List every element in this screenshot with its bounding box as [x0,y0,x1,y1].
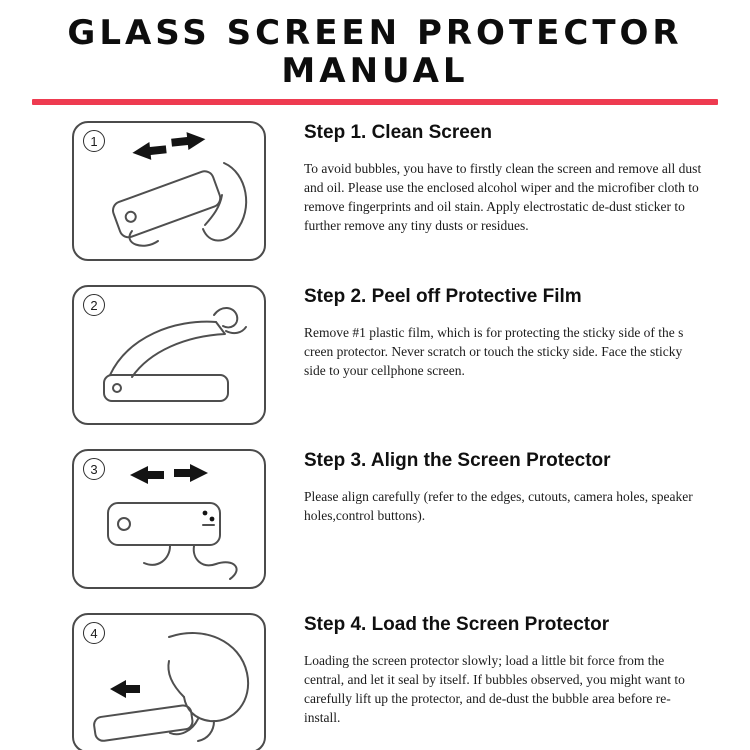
steps-list: 1 S [28,121,722,750]
step1-body: To avoid bubbles, you have to firstly cl… [304,160,702,234]
step1-text: Step 1. Clean Screen To avoid bubbles, y… [304,121,704,235]
hand-sketch [167,632,250,743]
film-sketch [109,320,226,379]
step3-heading: Step 3. Align the Screen Protector [304,450,611,472]
hand-sketch [213,307,247,335]
step1-number-badge: 1 [83,130,105,153]
step4-number-badge: 4 [83,622,105,645]
step3-text: Step 3. Align the Screen Protector Pleas… [304,449,704,525]
load-protector-illustration [93,632,250,743]
phone-sketch [93,704,194,742]
align-arrows-icon [130,464,208,485]
step-row-4: 4 Step 4. Load t [28,613,722,750]
step1-heading: Step 1. Clean Screen [304,122,492,144]
step3-body: Please align carefully (refer to the edg… [304,488,693,524]
press-arrow-icon [110,680,140,699]
phone-sketch [103,374,229,403]
step3-number-badge: 3 [83,458,105,481]
step-row-2: 2 Step 2. Peel o [28,285,722,426]
phone-sketch [107,502,221,547]
step1-illustration-box: 1 [72,121,266,262]
peel-film-illustration [103,307,247,403]
divider [32,99,718,106]
step4-text: Step 4. Load the Screen Protector Loadin… [304,613,704,727]
clean-screen-illustration [112,132,248,247]
phone-sketch [112,170,222,239]
title-block: GLASS SCREEN PROTECTOR MANUAL [28,14,722,90]
step-row-3: 3 [28,449,722,590]
step2-text: Step 2. Peel off Protective Film Remove … [304,285,704,380]
align-protector-illustration [107,464,238,581]
page-title-line1: GLASS SCREEN PROTECTOR [67,13,683,53]
step2-body: Remove #1 plastic film, which is for pro… [304,324,684,379]
wipe-arrows-icon [132,132,206,161]
step3-illustration-box: 3 [72,449,266,590]
step2-number-badge: 2 [83,294,105,317]
step2-illustration-box: 2 [72,285,266,426]
step4-heading: Step 4. Load the Screen Protector [304,614,610,636]
hand-sketch [128,162,248,247]
step4-illustration-box: 4 [72,613,266,750]
step4-body: Loading the screen protector slowly; loa… [304,652,685,726]
hand-sketch [143,545,238,581]
page-title-line2: MANUAL [281,51,469,92]
step2-heading: Step 2. Peel off Protective Film [304,286,582,308]
step-row-1: 1 S [28,121,722,262]
